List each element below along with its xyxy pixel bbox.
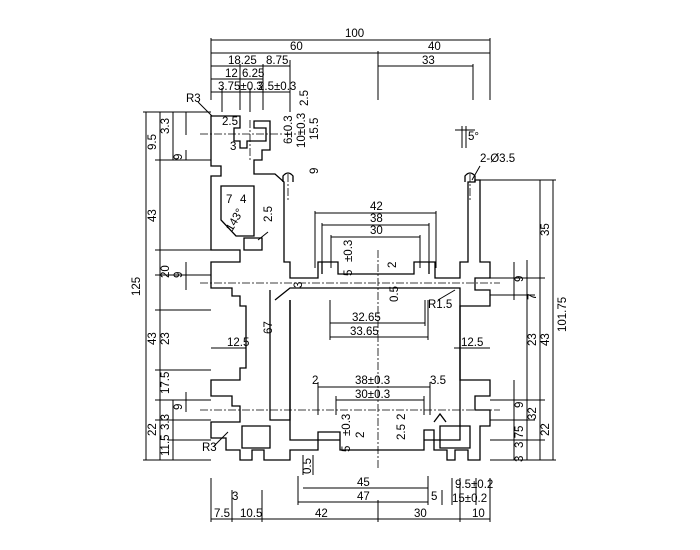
dim-slot-2: 2 [387,262,399,268]
dim-inner-12-5-left: 12.5 [227,337,249,349]
dim-bottom-10: 10 [472,508,485,520]
dim-bottom-slot-30: 30±0.3 [355,389,390,401]
dim-right-3: 3 [514,456,526,462]
dim-top-40: 40 [428,41,441,53]
dim-inner-2-5-a: 2.5 [222,116,238,128]
radius-r3-top: R3 [186,93,201,105]
dim-inner-12-5-right: 12.5 [461,337,483,349]
dim-bottom-30: 30 [414,508,427,520]
dim-left-9-top: 9 [173,154,185,160]
dim-top-2-5: 2.5±0.3 [258,81,296,93]
dim-slot-30: 30 [370,225,383,237]
hole-callout: 2-Ø3.5 [480,153,515,165]
dim-inner-9-a: 9 [309,168,321,174]
dimension-labels: 100 60 40 18.25 8.75 12 6.25 33 3.75±0.3… [131,28,569,520]
dim-bottom-slot-38: 38±0.3 [355,375,390,387]
dim-left-22: 22 [147,423,159,436]
dim-top-12: 12 [225,68,238,80]
dim-right-22: 22 [540,423,552,436]
dim-inner-143: 143° [224,207,246,234]
dim-top-8-75: 8.75 [266,55,288,67]
dim-bottom-slot-5: 5 [341,446,353,452]
dim-right-23: 23 [527,333,539,346]
dim-bottom-45: 45 [357,477,370,489]
dim-inner-4: 4 [240,194,247,206]
dim-bottom-5: 5 [431,491,437,503]
aluminium-profile [210,115,491,461]
dim-inner-3-b: 3 [293,282,305,288]
dim-slot-tol: ±0.3 [343,240,355,262]
dim-inner-32-65: 32.65 [352,312,381,324]
dim-left-9-mid: 9 [173,272,185,278]
dim-left-3-3-top: 3.3 [160,118,172,134]
dim-slot-42: 42 [370,201,383,213]
dim-left-43-top: 43 [147,209,159,222]
dim-bottom-9-5: 9.5±0.2 [455,479,493,491]
dim-left-9-bottom: 9 [173,404,185,410]
dim-bottom-slot-2b: 2 [355,432,367,438]
dim-bottom-3: 3 [232,491,238,503]
dim-right-9-top: 9 [514,276,526,282]
dim-inner-7: 7 [226,194,232,206]
dim-slot-38: 38 [370,213,383,225]
dimension-lines [143,38,556,522]
dim-inner-33-65: 33.65 [350,326,379,338]
dim-top-18-25: 18.25 [228,55,257,67]
dim-right-43: 43 [540,333,552,346]
dim-left-17-5: 17.5 [160,372,172,394]
dim-top-3-75: 3.75±0.3 [218,81,263,93]
dim-top-60: 60 [290,41,303,53]
dim-bottom-slot-2-left: 2 [312,375,318,387]
dim-left-11-5: 11.5 [160,434,172,456]
dim-bottom-slot-3-5: 3.5 [430,375,446,387]
dim-bottom-10-5: 10.5 [240,508,262,520]
dim-bottom-15: 15±0.2 [452,493,487,505]
dim-right-7: 7 [527,294,539,300]
dim-left-3-3-bottom: 3.3 [160,414,172,430]
dim-angle-5deg: 5° [468,131,479,143]
dim-inner-67: 67 [263,321,275,334]
dim-bottom-47: 47 [357,491,370,503]
dim-right-32: 32 [527,407,539,420]
dim-inner-2-5-c: 2.5 [263,206,275,222]
dim-right-101-75: 101.75 [557,297,569,332]
radius-r1-5: R1.5 [428,299,452,311]
dim-right-35: 35 [540,223,552,236]
centre-lines [200,120,500,470]
dim-inner-2-5-b: 2.5 [299,90,311,106]
dim-slot-0-5: 0.5 [389,286,401,302]
dim-bottom-slot-2: 2 [396,414,408,420]
dim-inner-3-a: 3 [230,141,236,153]
dim-inner-10: 10±0.3 [296,113,308,148]
dim-bottom-7-5: 7.5 [214,508,230,520]
dim-right-9-bottom: 9 [514,402,526,408]
dim-left-43-bottom: 43 [147,332,159,345]
dim-bottom-slot-2-5: 2.5 [396,424,408,440]
radius-r3-bottom: R3 [202,442,217,454]
dim-bottom-slot-tol: ±0.3 [341,414,353,436]
dim-slot-5: 5 [343,270,355,276]
dim-top-100: 100 [345,28,364,40]
dim-bottom-42: 42 [315,508,328,520]
dim-left-20: 20 [160,265,172,278]
dim-top-33: 33 [422,55,435,67]
dim-top-6-25: 6.25 [242,68,264,80]
dim-left-23: 23 [160,332,172,345]
dim-left-125: 125 [131,277,143,296]
dim-inner-15-5: 15.5 [309,118,321,140]
dim-right-3-75: 3.75 [514,426,526,448]
dim-left-9-5: 9.5 [147,134,159,150]
dim-inner-6: 6±0.3 [283,115,295,144]
dim-bottom-0-5: 0.5 [302,458,314,474]
